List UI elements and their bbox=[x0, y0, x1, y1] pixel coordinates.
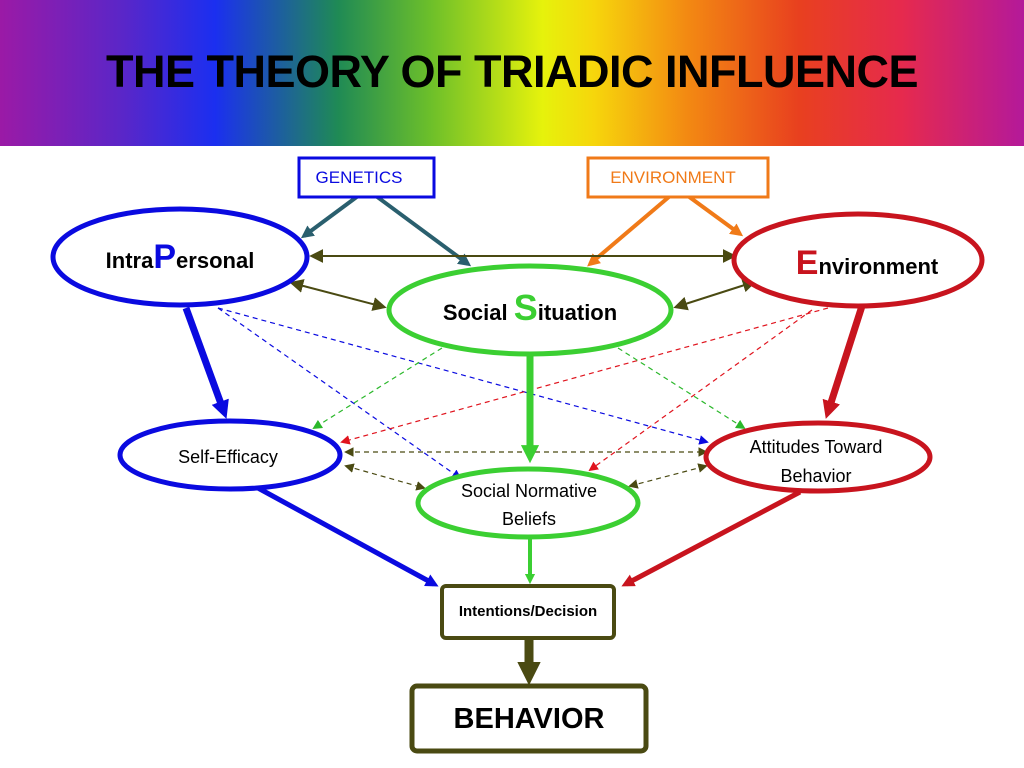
arrow-social-environment bbox=[673, 278, 757, 311]
node-social-normative-beliefs: Social Normative Beliefs bbox=[415, 466, 641, 540]
behavior-label: BEHAVIOR bbox=[454, 703, 605, 735]
arrow-envsource-to-social bbox=[587, 194, 672, 267]
node-intentions-decision: Intentions/Decision bbox=[440, 584, 616, 640]
arrow-intrapersonal-to-selfefficacy bbox=[182, 306, 229, 419]
arrow-selfefficacy-normative bbox=[344, 463, 426, 491]
intrapersonal-label: IntraPersonal bbox=[106, 238, 255, 276]
arrow-environment-to-selfefficacy bbox=[340, 307, 829, 445]
node-environment-source: ENVIRONMENT bbox=[586, 156, 770, 199]
intentions-label: Intentions/Decision bbox=[459, 603, 597, 620]
arrow-envsource-to-environment bbox=[686, 194, 744, 237]
environment-suffix: nvironment bbox=[818, 254, 938, 279]
social-normative-line2: Beliefs bbox=[502, 509, 556, 529]
node-genetics: GENETICS bbox=[297, 156, 436, 199]
intrapersonal-prefix: Intra bbox=[106, 248, 154, 273]
genetics-label: GENETICS bbox=[316, 168, 403, 187]
arrow-social-to-selfefficacy bbox=[312, 347, 443, 430]
title-banner: THE THEORY OF TRIADIC INFLUENCE bbox=[0, 0, 1024, 146]
arrow-social-to-attitudes bbox=[617, 347, 746, 430]
arrow-attitudes-to-intentions bbox=[621, 489, 802, 587]
arrow-selfefficacy-to-intentions bbox=[256, 485, 439, 587]
attitudes-line2: Behavior bbox=[780, 466, 851, 486]
arrow-genetics-to-intrapersonal bbox=[300, 194, 360, 239]
social-suffix: ituation bbox=[538, 300, 617, 325]
page-title: THE THEORY OF TRIADIC INFLUENCE bbox=[105, 46, 919, 97]
environment-big-letter: E bbox=[796, 244, 819, 282]
arrow-environment-to-normative bbox=[588, 309, 813, 472]
self-efficacy-label: Self-Efficacy bbox=[178, 447, 278, 467]
social-situation-label: Social Situation bbox=[443, 287, 617, 328]
arrow-genetics-to-social bbox=[374, 194, 472, 267]
social-prefix: Social bbox=[443, 300, 514, 325]
arrow-environment-to-attitudes bbox=[822, 304, 866, 419]
social-big-letter: S bbox=[514, 287, 538, 328]
arrow-intrapersonal-social bbox=[289, 279, 387, 311]
attitudes-line1: Attitudes Toward bbox=[750, 437, 883, 457]
intrapersonal-big-letter: P bbox=[153, 238, 176, 276]
social-normative-line1: Social Normative bbox=[461, 481, 597, 501]
arrow-normative-attitudes bbox=[628, 463, 708, 489]
arrow-intrapersonal-to-attitudes bbox=[217, 307, 709, 445]
node-self-efficacy: Self-Efficacy bbox=[117, 418, 343, 492]
environment-label: Environment bbox=[796, 244, 939, 282]
environment-source-label: ENVIRONMENT bbox=[610, 168, 736, 187]
node-social-situation: Social Situation bbox=[386, 263, 674, 357]
intrapersonal-suffix: ersonal bbox=[176, 248, 254, 273]
node-intrapersonal: IntraPersonal bbox=[50, 206, 310, 308]
solid-connections bbox=[182, 194, 866, 686]
node-environment: Environment bbox=[731, 211, 985, 309]
node-behavior: BEHAVIOR bbox=[409, 683, 649, 754]
node-attitudes: Attitudes Toward Behavior bbox=[703, 420, 933, 494]
